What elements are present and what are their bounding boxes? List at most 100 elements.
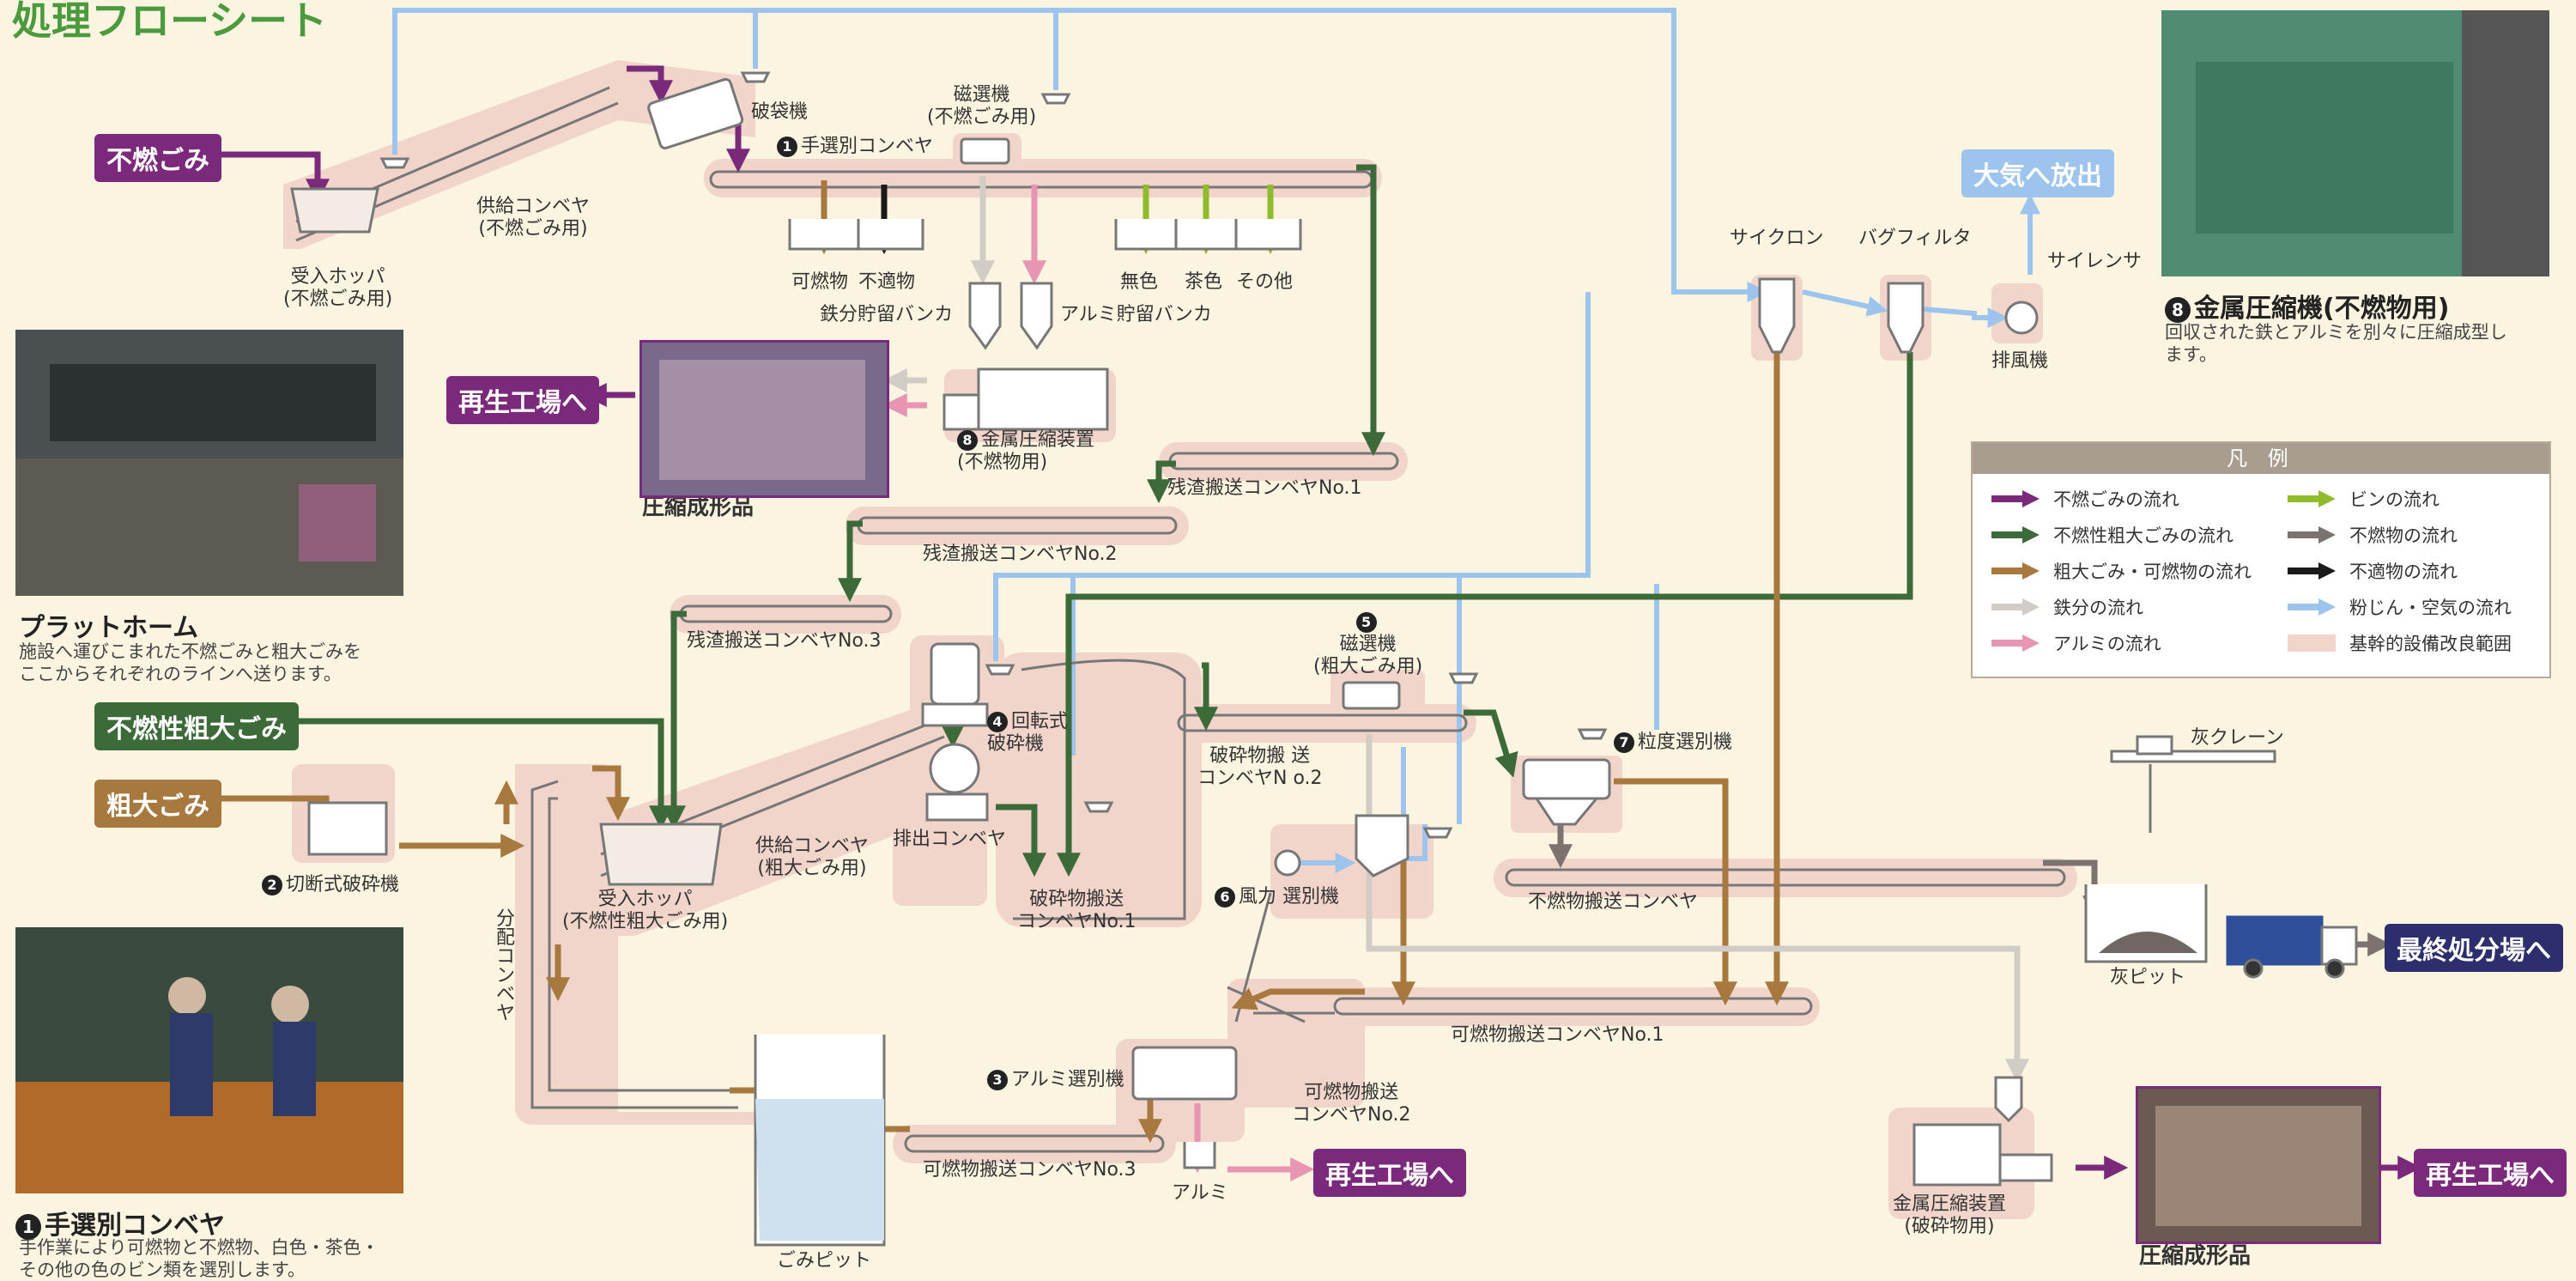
number-1-icon: 1 <box>15 1214 41 1240</box>
platform-title: プラットホーム <box>19 606 198 644</box>
legend-label: 不適物の流れ <box>2349 558 2458 584</box>
output-final-disposal: 最終処分場へ <box>2385 924 2563 972</box>
output-recycle-top: 再生工場へ <box>446 376 599 424</box>
legend: 凡 例 不燃ごみの流れ不燃性粗大ごみの流れ粗大ごみ・可燃物の流れ鉄分の流れアルミ… <box>1971 441 2551 678</box>
platform-photo <box>15 330 403 596</box>
label-pit: ごみピット <box>777 1250 871 1272</box>
hand-sort-photo <box>15 927 403 1193</box>
label-iron-bunker: 鉄分貯留バンカ <box>820 304 953 326</box>
legend-label: 鉄分の流れ <box>2053 594 2143 620</box>
label-distribution: 分 配 コ ン ベ ヤ <box>496 910 515 1023</box>
legend-label: 不燃物の流れ <box>2349 522 2458 548</box>
label-ash-crane: 灰クレーン <box>2191 727 2284 750</box>
legend-item: 基幹的設備改良範囲 <box>2286 630 2512 656</box>
legend-arrow-icon <box>2286 561 2337 581</box>
label-supply-conv-top: 供給コンベヤ (不燃ごみ用) <box>476 196 590 240</box>
label-comb3: 可燃物搬送コンベヤNo.3 <box>923 1159 1136 1181</box>
legend-arrow-icon <box>2286 525 2337 545</box>
label-fan: 排風機 <box>1991 350 2048 373</box>
number-2-icon: 2 <box>262 875 282 895</box>
input-incombustible: 不燃ごみ <box>94 134 221 182</box>
label-comb1: 可燃物搬送コンベヤNo.1 <box>1451 1024 1664 1047</box>
legend-label: 粉じん・空気の流れ <box>2349 594 2512 620</box>
press-photo <box>2161 10 2549 276</box>
legend-arrow-icon <box>2286 489 2337 509</box>
input-bulky-incombustible: 不燃性粗大ごみ <box>94 702 299 750</box>
platform-text: 施設へ運びこまれた不燃ごみと粗大ごみを ここからそれぞれのラインへ送ります。 <box>19 640 361 685</box>
output-atmosphere: 大気へ放出 <box>1961 149 2114 197</box>
legend-label: 粗大ごみ・可燃物の流れ <box>2053 558 2252 584</box>
legend-item: 不燃物の流れ <box>2286 522 2458 548</box>
label-alu: アルミ <box>1172 1182 1228 1205</box>
label-unsuitable: 不適物 <box>858 271 915 294</box>
number-8-icon: 8 <box>957 430 978 451</box>
label-ash-pit: 灰ピット <box>2110 967 2185 989</box>
label-residue3: 残渣搬送コンベヤNo.3 <box>687 630 882 653</box>
press-text: 回収された鉄とアルミを別々に圧縮成型し ます。 <box>2165 321 2507 366</box>
legend-item: 粉じん・空気の流れ <box>2286 594 2512 620</box>
label-other: その他 <box>1236 271 1293 294</box>
label-compressed-bottom: 圧縮成形品 <box>2139 1245 2251 1267</box>
legend-swatch <box>2286 633 2337 653</box>
label-crushed1: 破砕物搬送 コンベヤNo.1 <box>1017 889 1136 933</box>
label-supply-bulky: 供給コンベヤ (粗大ごみ用) <box>755 835 869 880</box>
legend-arrow-icon <box>2286 597 2337 617</box>
label-press-crushed: 金属圧縮装置 (破砕物用) <box>1893 1193 2006 1238</box>
legend-label: 基幹的設備改良範囲 <box>2349 630 2512 656</box>
number-5-icon: 5 <box>1356 612 1377 633</box>
label-magnet-top: 磁選機 (不燃ごみ用) <box>927 84 1036 129</box>
label-combustible: 可燃物 <box>791 271 848 294</box>
legend-arrow-icon <box>1990 489 2041 509</box>
label-compressed-top: 圧縮成形品 <box>642 496 754 519</box>
legend-arrow-icon <box>1990 561 2041 581</box>
legend-item: 不適物の流れ <box>2286 558 2458 584</box>
page-title: 処理フローシート <box>12 0 327 46</box>
label-comb2: 可燃物搬送 コンベヤNo.2 <box>1292 1082 1411 1126</box>
legend-item: 鉄分の流れ <box>1990 594 2143 620</box>
label-alu-bunker: アルミ貯留バンカ <box>1060 304 1212 326</box>
output-recycle-mid: 再生工場へ <box>1313 1149 1466 1197</box>
legend-label: アルミの流れ <box>2053 630 2161 656</box>
pit-contents <box>755 1099 884 1241</box>
label-rotary: 4回転式 破砕機 <box>987 711 1068 756</box>
compressed-bottom-photo <box>2136 1086 2381 1244</box>
label-residue2: 残渣搬送コンベヤNo.2 <box>923 543 1118 566</box>
legend-item: ビンの流れ <box>2286 486 2440 512</box>
label-hopper-bulky: 受入ホッパ (不燃性粗大ごみ用) <box>562 889 728 933</box>
number-6-icon: 6 <box>1215 887 1235 908</box>
label-crushed2: 破砕物搬 送 コンベヤN o.2 <box>1197 745 1323 790</box>
number-7-icon: 7 <box>1614 732 1634 753</box>
input-bulky: 粗大ごみ <box>94 780 221 828</box>
legend-arrow-icon <box>1990 633 2041 653</box>
legend-item: 不燃ごみの流れ <box>1990 486 2179 512</box>
label-brown: 茶色 <box>1185 271 1222 294</box>
number-4-icon: 4 <box>987 712 1008 732</box>
legend-label: 不燃ごみの流れ <box>2053 486 2179 512</box>
label-silencer: サイレンサ <box>2047 251 2142 273</box>
legend-item: アルミの流れ <box>1990 630 2161 656</box>
label-colorless: 無色 <box>1120 271 1158 294</box>
legend-header: 凡 例 <box>1973 443 2549 474</box>
output-recycle-right: 再生工場へ <box>2414 1149 2567 1197</box>
label-hopper-top: 受入ホッパ (不燃ごみ用) <box>283 266 392 311</box>
label-residue1: 残渣搬送コンベヤNo.1 <box>1167 477 1362 500</box>
label-bag-breaker: 破袋機 <box>751 101 808 124</box>
label-magnet-bulky: 5磁選機 (粗大ごみ用) <box>1313 611 1422 678</box>
legend-item: 不燃性粗大ごみの流れ <box>1990 522 2234 548</box>
legend-item: 粗大ごみ・可燃物の流れ <box>1990 558 2252 584</box>
number-8-icon: 8 <box>2165 297 2191 323</box>
legend-arrow-icon <box>1990 597 2041 617</box>
legend-label: 不燃性粗大ごみの流れ <box>2053 522 2234 548</box>
label-discharge: 排出コンベヤ <box>893 829 1006 851</box>
legend-arrow-icon <box>1990 525 2041 545</box>
number-3-icon: 3 <box>987 1070 1008 1090</box>
legend-label: ビンの流れ <box>2349 486 2440 512</box>
